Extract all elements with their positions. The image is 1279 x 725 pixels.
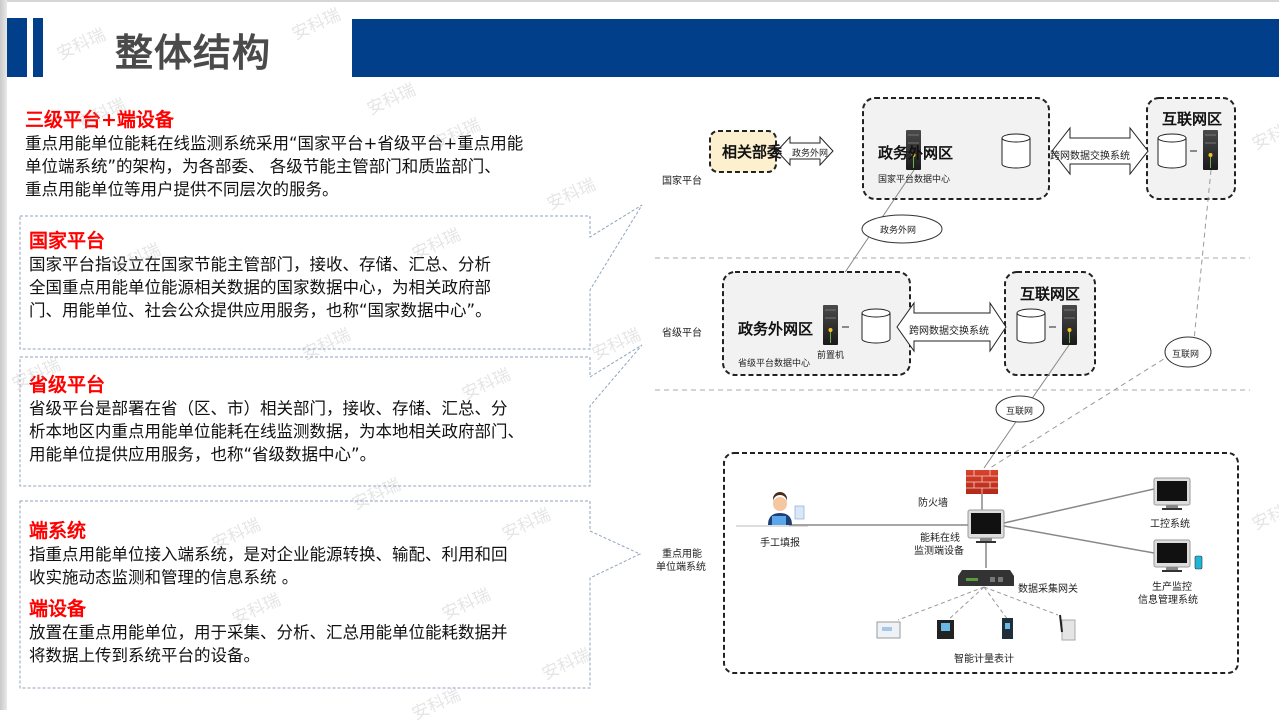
meter-link bbox=[897, 586, 985, 621]
national-line: 全国重点用能单位能源相关数据的国家数据中心，为相关政府部 bbox=[29, 278, 491, 297]
national-callout-border bbox=[19, 204, 643, 350]
manual-report-person-icon bbox=[736, 492, 808, 527]
end-device-heading: 端设备 bbox=[29, 598, 87, 620]
front-server-icon bbox=[823, 305, 838, 345]
header-banner bbox=[352, 19, 1279, 77]
meter-link bbox=[947, 586, 985, 621]
callout-borders bbox=[19, 204, 643, 689]
production-label-2: 信息管理系统 bbox=[1138, 595, 1198, 606]
provincial-callout-border bbox=[19, 344, 643, 487]
provincial-heading: 省级平台 bbox=[29, 374, 106, 396]
internet-link bbox=[989, 339, 1195, 469]
national-internet-zone-title: 互联网区 bbox=[1162, 110, 1223, 128]
end-device-line: 放置在重点用能单位，用于采集、分析、汇总用能单位能耗数据并 bbox=[29, 623, 508, 642]
intro-heading: 三级平台+端设备 bbox=[25, 109, 174, 131]
end-system-zone bbox=[723, 452, 1239, 674]
provincial-gov-zone bbox=[722, 271, 911, 376]
meter-link bbox=[983, 586, 1059, 616]
national-exchange-label: 跨网数据交换系统 bbox=[1050, 151, 1130, 162]
intro-line: 重点用能单位等用户提供不同层次的服务。 bbox=[25, 180, 339, 199]
data-gateway-icon bbox=[958, 570, 1014, 586]
cloud-icon bbox=[995, 395, 1045, 423]
firewall-label: 防火墙 bbox=[918, 498, 948, 509]
header-accent-bar-thin bbox=[33, 18, 43, 77]
provincial-line: 析本地区内重点用能单位能耗在线监测数据，为本地相关政府部门、 bbox=[29, 422, 524, 441]
gateway-label: 数据采集网关 bbox=[1018, 584, 1078, 595]
national-internet-zone bbox=[1146, 97, 1236, 200]
national-line: 门、用能单位、社会公众提供应用服务，也称“国家数据中心”。 bbox=[29, 301, 492, 320]
gov-net-double-arrow bbox=[776, 135, 834, 167]
national-line: 国家平台指设立在国家节能主管部门，接收、存储、汇总、分析 bbox=[29, 255, 491, 274]
server-icon bbox=[906, 130, 921, 170]
national-platform-box: 国家平台 国家平台指设立在国家节能主管部门，接收、存储、汇总、分析 全国重点用能… bbox=[20, 216, 590, 349]
provincial-internet-zone-title: 互联网区 bbox=[1020, 285, 1081, 303]
intro-line: 重点用能单位能耗在线监测系统采用“国家平台+省级平台+重点用能 bbox=[25, 134, 524, 153]
national-gov-zone-title: 政务外网区 bbox=[878, 144, 954, 162]
architecture-diagram bbox=[655, 97, 1250, 674]
industrial-control-monitor-icon bbox=[1153, 477, 1191, 510]
gov-net-arrow-label: 政务外网 bbox=[792, 149, 829, 159]
top-edge bbox=[0, 0, 1279, 2]
provincial-line: 用能单位提供应用服务，也称“省级数据中心”。 bbox=[29, 445, 377, 464]
national-heading: 国家平台 bbox=[29, 230, 106, 252]
end-system-line: 指重点用能单位接入端系统，是对企业能源转换、输配、利用和回 bbox=[29, 545, 508, 564]
left-edge bbox=[0, 0, 7, 710]
end-system-line: 收实施动态监测和管理的信息系统 。 bbox=[29, 568, 299, 587]
server-icon bbox=[1203, 130, 1218, 170]
tier-label-provincial: 省级平台 bbox=[662, 328, 702, 339]
tier-label-national: 国家平台 bbox=[662, 176, 702, 187]
database-icon bbox=[1016, 308, 1046, 344]
production-label: 生产监控 bbox=[1152, 582, 1192, 593]
end-system-box: 端系统 指重点用能单位接入端系统，是对企业能源转换、输配、利用和回 收实施动态监… bbox=[20, 501, 590, 688]
smart-meter-icon bbox=[1002, 618, 1013, 639]
gov-net-cloud-label: 政务外网 bbox=[880, 226, 917, 236]
end-device-line: 将数据上传到系统平台的设备。 bbox=[29, 646, 260, 665]
manual-report-label: 手工填报 bbox=[760, 538, 800, 549]
ministries-label: 相关部委 bbox=[722, 143, 783, 161]
smart-meter-icon bbox=[876, 621, 901, 639]
end-system-heading: 端系统 bbox=[29, 520, 87, 542]
national-gov-zone bbox=[862, 97, 1050, 200]
internet-cloud-label: 互联网 bbox=[1172, 350, 1200, 360]
tier-label-end-2: 单位端系统 bbox=[656, 562, 706, 573]
page-title: 整体结构 bbox=[115, 31, 272, 75]
national-gov-zone-subtitle: 国家平台数据中心 bbox=[878, 175, 951, 185]
monitor-device-icon bbox=[967, 509, 1005, 543]
provincial-exchange-arrow bbox=[896, 301, 1007, 353]
database-icon bbox=[1157, 133, 1187, 169]
exchange-double-arrow bbox=[1051, 126, 1149, 176]
tier-label-end: 重点用能 bbox=[662, 549, 702, 560]
smart-meter-icon bbox=[937, 620, 954, 639]
meter-link bbox=[983, 586, 1009, 621]
provincial-platform-box: 省级平台 省级平台是部署在省（区、市）相关部门，接收、存储、汇总、分 析本地区内… bbox=[20, 357, 595, 486]
provincial-internet-zone bbox=[1004, 271, 1096, 376]
internet-link bbox=[1193, 169, 1212, 341]
ministries-box bbox=[709, 130, 777, 173]
internet-cloud-label: 互联网 bbox=[1006, 407, 1034, 417]
end-callout-border bbox=[19, 500, 642, 689]
provincial-gov-zone-title: 政务外网区 bbox=[738, 320, 814, 338]
firewall-icon bbox=[966, 470, 998, 494]
cloud-icon bbox=[861, 214, 943, 244]
front-server-label: 前置机 bbox=[817, 351, 845, 361]
monitor-device-label: 能耗在线 bbox=[920, 533, 960, 544]
provincial-line: 省级平台是部署在省（区、市）相关部门，接收、存储、汇总、分 bbox=[29, 399, 508, 418]
monitor-device-label-2: 监测端设备 bbox=[914, 546, 964, 557]
database-icon bbox=[1001, 133, 1031, 169]
smart-meter-icon bbox=[1059, 614, 1076, 641]
provincial-exchange-label: 跨网数据交换系统 bbox=[909, 326, 989, 337]
industrial-control-label: 工控系统 bbox=[1150, 519, 1190, 530]
intro-section: 三级平台+端设备 重点用能单位能耗在线监测系统采用“国家平台+省级平台+重点用能… bbox=[25, 108, 605, 201]
database-icon bbox=[861, 308, 891, 344]
header-accent-bar bbox=[7, 18, 27, 77]
production-monitor-icon bbox=[1153, 539, 1203, 572]
cloud-icon bbox=[1164, 336, 1212, 368]
provincial-gov-zone-subtitle: 省级平台数据中心 bbox=[738, 359, 811, 369]
smart-meters-label: 智能计量表计 bbox=[954, 654, 1014, 665]
server-icon bbox=[1062, 305, 1077, 345]
intro-line: 单位端系统”的架构，为各部委、 各级节能主管部门和质监部门、 bbox=[25, 157, 501, 176]
